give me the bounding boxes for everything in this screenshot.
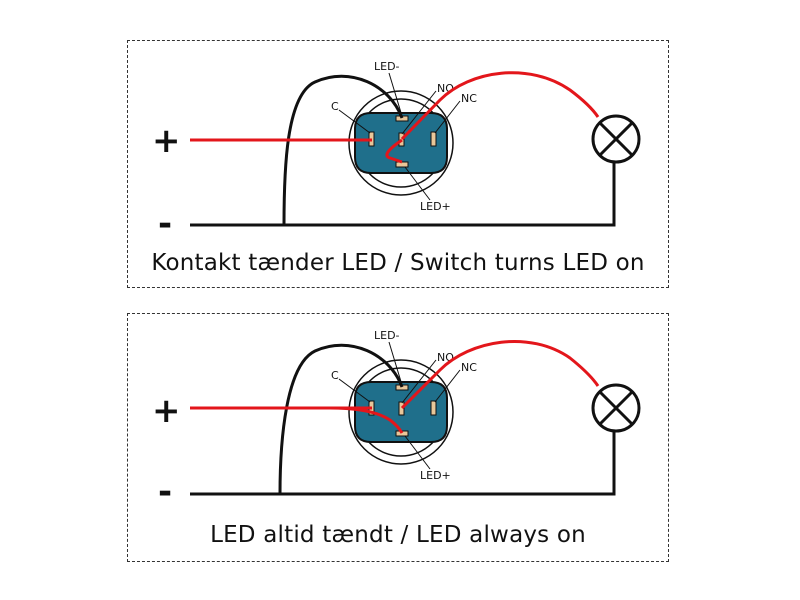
ground-wire xyxy=(190,160,616,227)
pin-labels: LED- NO NC C LED+ xyxy=(331,329,477,482)
nc-label: NC xyxy=(461,361,477,374)
wiring-diagram-1: + - LED- NO NC C LED+ xyxy=(152,60,641,244)
no-to-led-plus-wire xyxy=(385,138,403,164)
led-plus-pin xyxy=(395,161,409,168)
switched-lamp-wire xyxy=(400,71,600,141)
led-plus-label: LED+ xyxy=(420,469,451,482)
diagram-panel-led-always-on: LED altid tændt / LED always on xyxy=(127,313,669,562)
wiring-diagram-2: + - LED- NO NC C LED+ xyxy=(152,329,641,512)
led-plus-label: LED+ xyxy=(420,200,451,213)
c-to-led-plus-wire xyxy=(329,406,404,434)
led-minus-ground-wire xyxy=(278,343,404,495)
ground-wire xyxy=(190,430,616,496)
c-label: C xyxy=(331,100,339,113)
led-minus-label: LED- xyxy=(374,60,400,73)
led-minus-label: LED- xyxy=(374,329,400,342)
lamp-symbol xyxy=(591,114,641,164)
positive-terminal-sign: + xyxy=(152,391,181,431)
lamp-symbol xyxy=(591,383,641,433)
switched-lamp-wire xyxy=(400,340,600,410)
nc-pin xyxy=(430,400,437,416)
pin-labels: LED- NO NC C LED+ xyxy=(331,60,477,213)
push-button-switch xyxy=(348,90,454,196)
nc-pin xyxy=(430,131,437,147)
push-button-switch xyxy=(348,359,454,465)
diagram-caption: Kontakt tænder LED / Switch turns LED on xyxy=(151,250,645,276)
diagram-panel-switch-turns-led-on: Kontakt tænder LED / Switch turns LED on xyxy=(127,40,669,288)
negative-terminal-sign: - xyxy=(158,204,172,244)
diagram-caption: LED altid tændt / LED always on xyxy=(210,522,586,548)
negative-terminal-sign: - xyxy=(158,472,172,512)
led-minus-ground-wire xyxy=(282,74,404,226)
positive-terminal-sign: + xyxy=(152,121,181,161)
no-pin xyxy=(398,401,405,416)
nc-label: NC xyxy=(461,92,477,105)
c-label: C xyxy=(331,369,339,382)
